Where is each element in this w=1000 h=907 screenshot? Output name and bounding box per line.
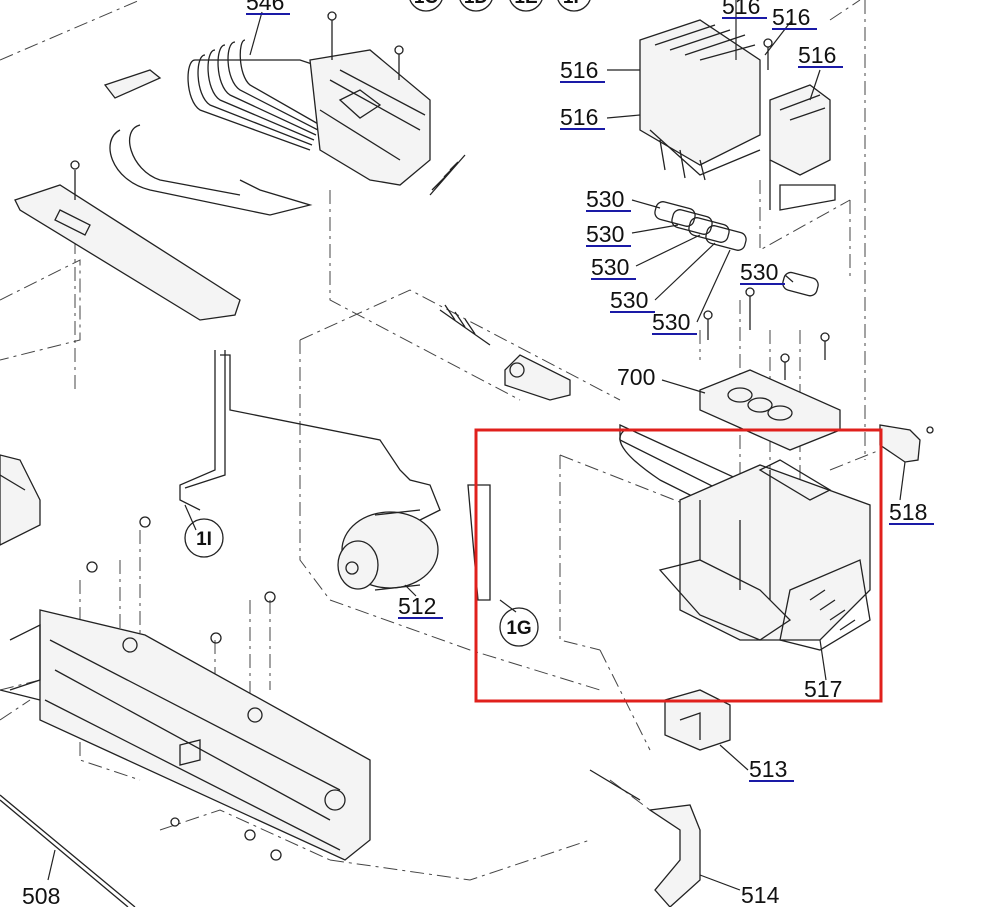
label-513: 513 (749, 756, 787, 782)
ref-1D: 1D (464, 0, 488, 8)
label-530: 530 (610, 287, 648, 313)
label-700: 700 (617, 364, 655, 390)
screws (86, 11, 934, 861)
label-512: 512 (398, 593, 436, 619)
highlight-box (474, 428, 883, 703)
label-516: 516 (560, 104, 598, 130)
ref-1I: 1I (196, 529, 212, 550)
part-513 (664, 689, 731, 751)
sensor-assembly (504, 354, 571, 401)
left-side-part (0, 454, 41, 546)
label-508: 508 (22, 883, 60, 907)
part-514 (589, 769, 701, 907)
label-516: 516 (722, 0, 760, 19)
part-508-rod (0, 794, 136, 907)
part-517-cap-assembly (619, 423, 871, 651)
label-517: 517 (804, 676, 842, 702)
cable-1G (467, 484, 491, 601)
label-530: 530 (652, 309, 690, 335)
ref-1F: 1F (563, 0, 585, 8)
label-546: 546 (246, 0, 284, 15)
label-530: 530 (740, 259, 778, 285)
part-labels: 546 516 516 516 516 516 530 530 530 530 … (22, 0, 934, 907)
part-546-ink-tube-assembly (187, 39, 431, 186)
part-700-plate (699, 369, 841, 451)
part-516-holders (639, 19, 836, 211)
bracket-left (14, 160, 241, 321)
label-530: 530 (586, 186, 624, 212)
reference-callouts: 1I 1G 1C 1D 1E 1F (184, 0, 591, 647)
ref-1E: 1E (514, 0, 537, 8)
label-516: 516 (798, 42, 836, 68)
ref-1C: 1C (414, 0, 439, 8)
spring (429, 154, 491, 346)
label-516: 516 (560, 57, 598, 83)
part-530-gaskets (654, 201, 819, 297)
label-530: 530 (586, 221, 624, 247)
main-frame (0, 609, 371, 861)
part-518-bracket (879, 424, 921, 463)
label-518: 518 (889, 499, 927, 525)
ref-1G: 1G (506, 618, 531, 639)
part-512-motor (337, 509, 439, 591)
label-530: 530 (591, 254, 629, 280)
flat-cable (109, 124, 313, 216)
leader-lines (47, 0, 906, 891)
label-516: 516 (772, 4, 810, 30)
clip-part (103, 69, 162, 99)
label-514: 514 (741, 882, 780, 907)
harness-1I (179, 350, 441, 521)
